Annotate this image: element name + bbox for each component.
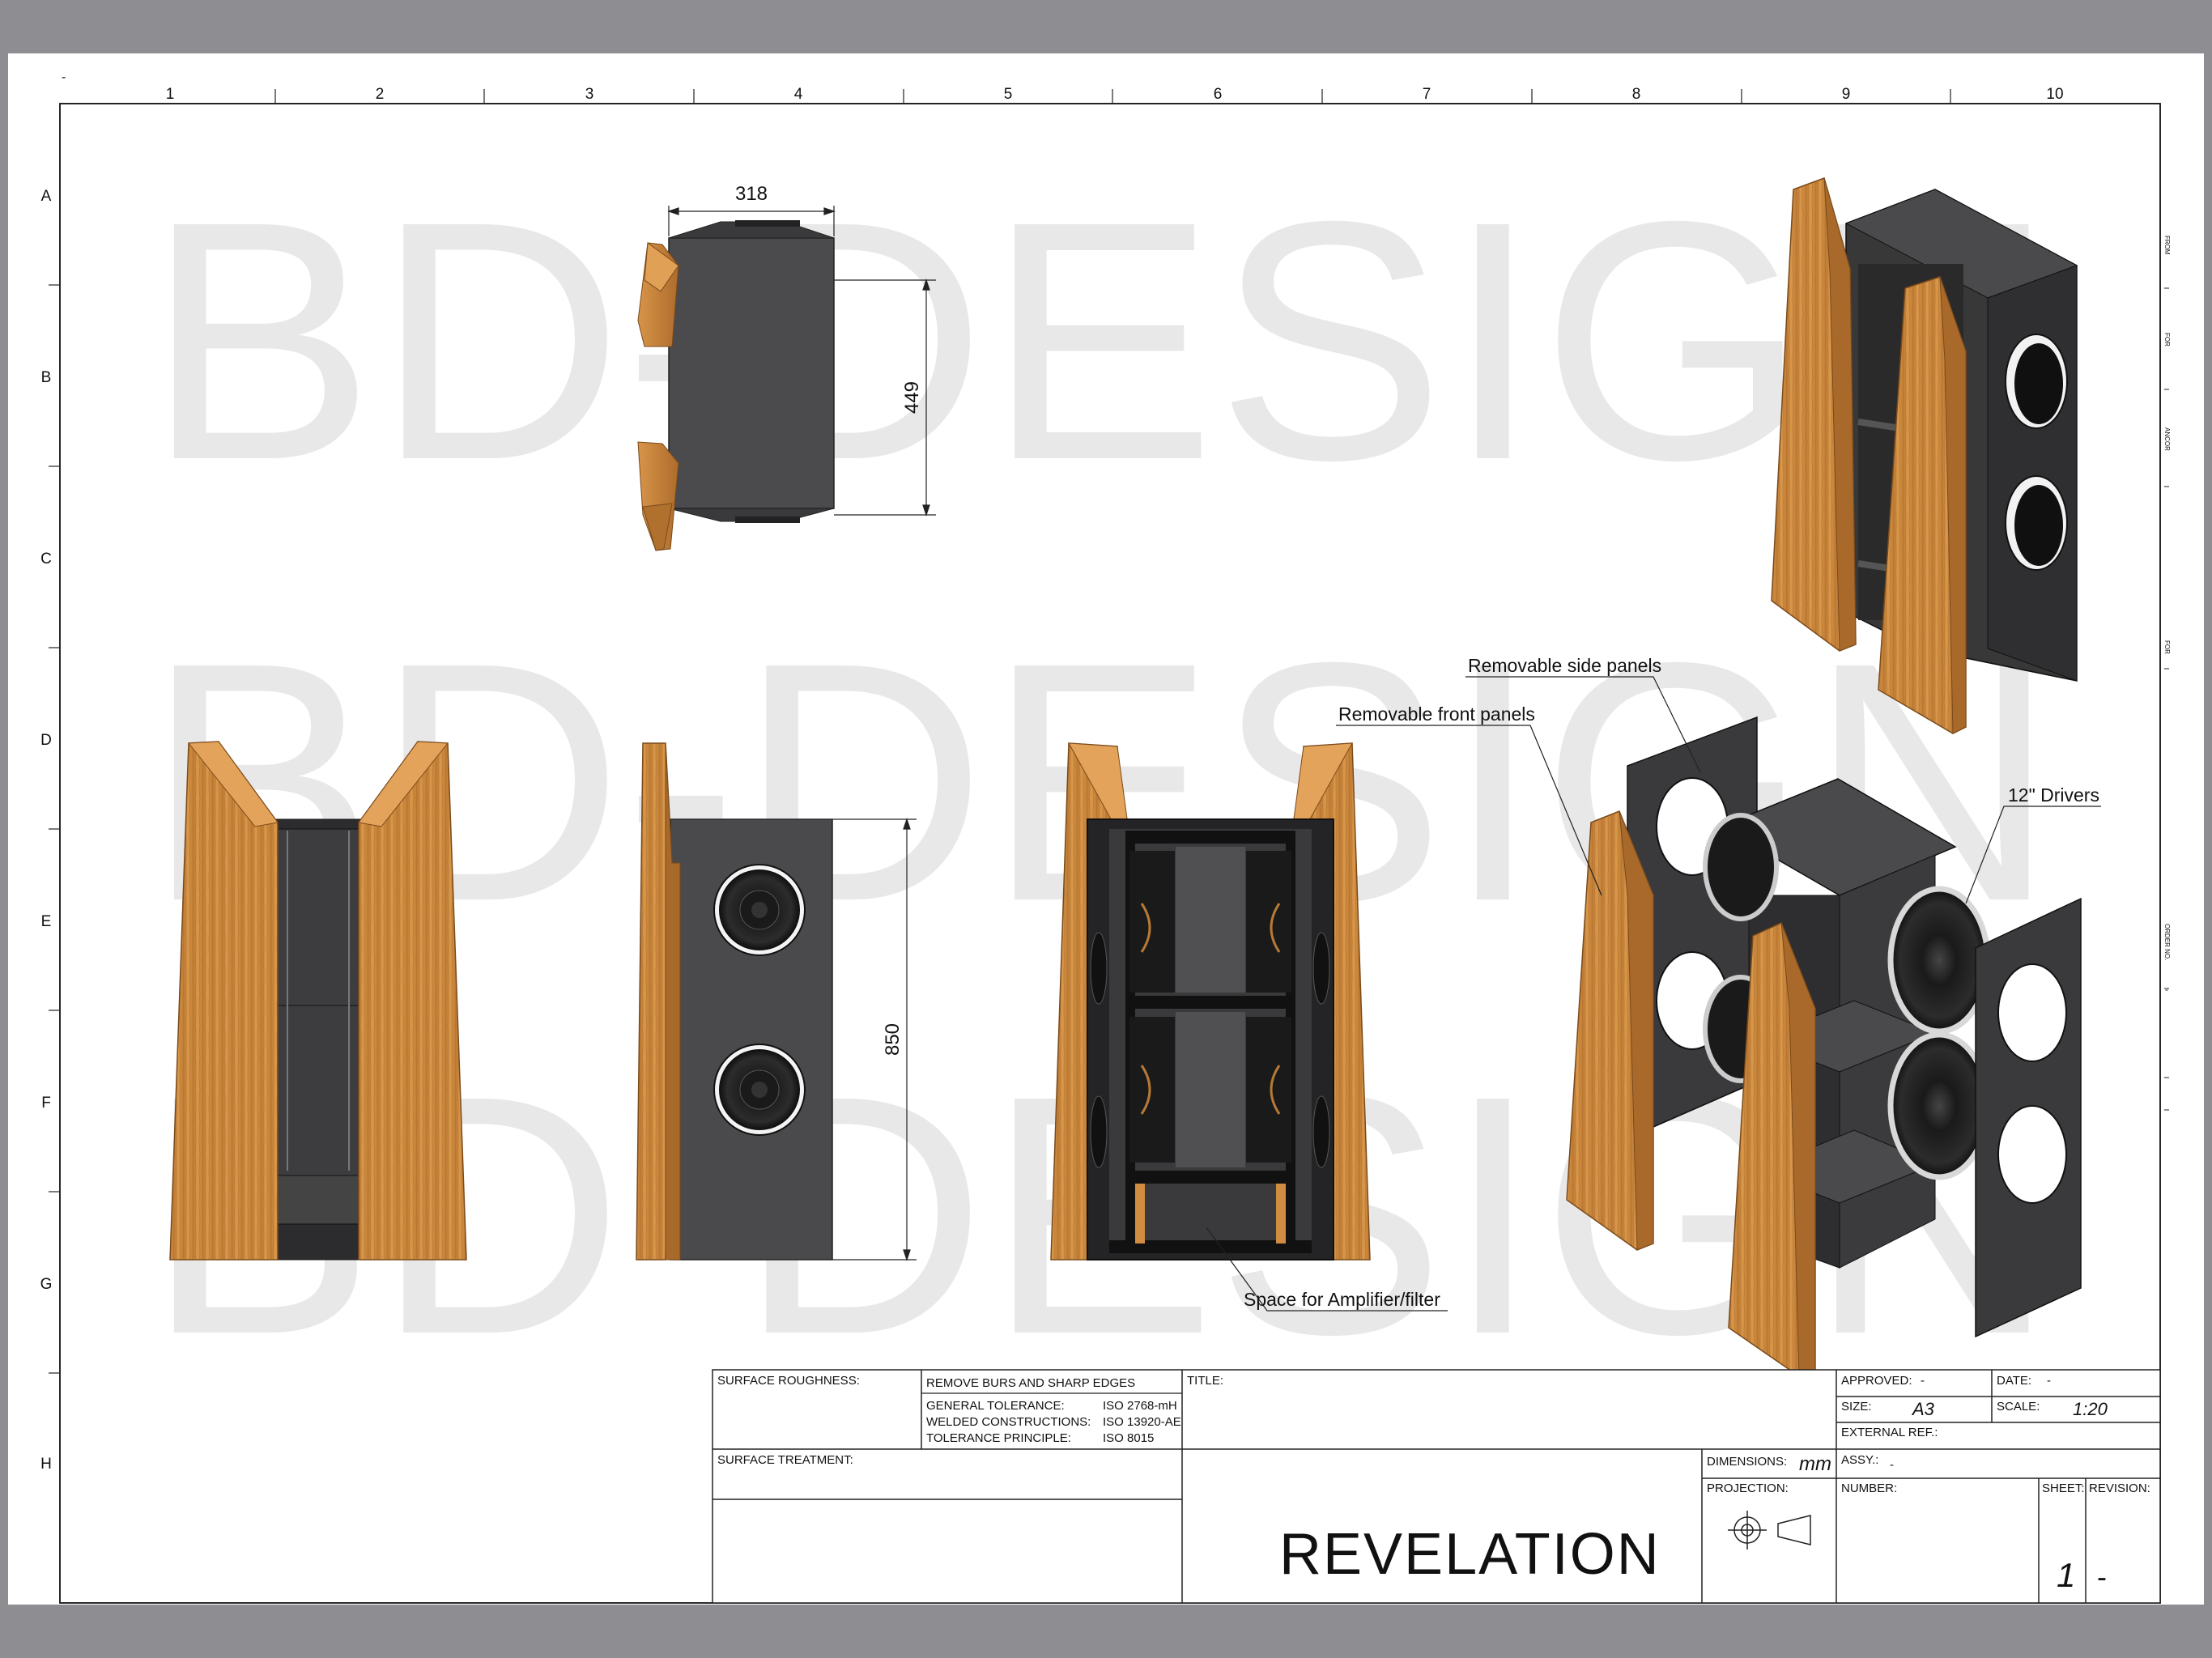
margin-label-order: ORDER NO. <box>2163 924 2171 960</box>
label-sheet: SHEET: <box>2042 1482 2085 1495</box>
remove-burs-text: REMOVE BURS AND SHARP EDGES <box>926 1376 1135 1390</box>
dim-depth-value: 449 <box>901 381 923 414</box>
right-margin-labels: FROM FOR ANCOR FOR ORDER NO. - <box>2163 236 2171 995</box>
label-size: SIZE: <box>1841 1400 1872 1414</box>
row-label-C: C <box>40 551 52 568</box>
row-label-D: D <box>40 732 52 749</box>
label-external-ref: EXTERNAL REF.: <box>1841 1426 1938 1439</box>
col-label-1: 1 <box>166 86 175 103</box>
label-scale: SCALE: <box>1997 1400 2040 1414</box>
col-label-3: 3 <box>585 86 594 103</box>
dim-width <box>667 206 836 236</box>
row-label-H: H <box>40 1456 52 1473</box>
title-block-text: SURFACE ROUGHNESS: REMOVE BURS AND SHARP… <box>717 1374 2150 1594</box>
side-view <box>636 742 833 1261</box>
label-assy: ASSY.: <box>1841 1453 1878 1467</box>
col-label-7: 7 <box>1423 86 1431 103</box>
label-dimensions: DIMENSIONS: <box>1707 1455 1787 1469</box>
label-projection: PROJECTION: <box>1707 1482 1789 1495</box>
value-size: A3 <box>1911 1399 1935 1419</box>
row-grid <box>49 284 60 1374</box>
col-label-5: 5 <box>1004 86 1013 103</box>
label-revision: REVISION: <box>2089 1482 2150 1495</box>
iso-view-exploded <box>1566 716 2082 1377</box>
value-general-tolerance: ISO 2768-mH <box>1103 1399 1177 1413</box>
value-revision: - <box>2097 1560 2107 1593</box>
callout-side-panels: Removable side panels <box>1468 655 1661 676</box>
value-assy: - <box>1890 1458 1894 1472</box>
title-block <box>712 1369 2161 1604</box>
margin-label-dash: - <box>2165 984 2168 995</box>
column-grid <box>60 89 2160 104</box>
top-left-mark: - <box>62 70 66 84</box>
dim-depth <box>834 278 936 517</box>
row-label-F: F <box>41 1095 51 1112</box>
label-approved: APPROVED: <box>1841 1374 1912 1388</box>
iso-view-assembled <box>1771 177 2078 734</box>
section-view <box>1050 742 1371 1261</box>
value-welded: ISO 13920-AE <box>1103 1415 1181 1429</box>
value-dimensions: mm <box>1799 1453 1831 1475</box>
row-labels: A B C D E F G H <box>40 188 53 1473</box>
callout-drivers: 12" Drivers <box>2008 784 2099 806</box>
projection-symbol-icon <box>1728 1511 1811 1550</box>
col-label-6: 6 <box>1214 86 1223 103</box>
drawing-title: REVELATION <box>1279 1522 1661 1587</box>
label-number: NUMBER: <box>1841 1482 1897 1495</box>
value-approved: - <box>1921 1374 1925 1388</box>
front-view <box>169 741 467 1261</box>
row-label-G: G <box>40 1276 53 1293</box>
value-tolerance-principle: ISO 8015 <box>1103 1431 1154 1445</box>
margin-label-for-2: FOR <box>2163 640 2171 654</box>
value-scale: 1:20 <box>2073 1399 2108 1419</box>
label-surface-treatment: SURFACE TREATMENT: <box>717 1453 853 1467</box>
label-date: DATE: <box>1997 1374 2031 1388</box>
row-label-B: B <box>41 369 52 386</box>
label-surface-roughness: SURFACE ROUGHNESS: <box>717 1374 860 1388</box>
margin-label-from: FROM <box>2163 236 2171 255</box>
dim-width-value: 318 <box>735 183 768 205</box>
col-label-4: 4 <box>794 86 803 103</box>
dim-height-value: 850 <box>882 1023 904 1056</box>
right-margin-ticks <box>2164 287 2169 1111</box>
label-title: TITLE: <box>1187 1374 1223 1388</box>
row-label-A: A <box>41 188 52 205</box>
col-label-2: 2 <box>376 86 385 103</box>
label-general-tolerance: GENERAL TOLERANCE: <box>926 1399 1065 1413</box>
column-labels: 1 2 3 4 5 6 7 8 9 10 <box>166 86 2064 103</box>
label-tolerance-principle: TOLERANCE PRINCIPLE: <box>926 1431 1071 1445</box>
drawing-sheet: BD-DESIGN BD-DESIGN BD-DESIGN 1 2 3 4 5 … <box>8 53 2204 1605</box>
watermark-text-1: BD-DESIGN <box>146 151 2057 531</box>
callout-leaders <box>1206 676 2101 1312</box>
value-date: - <box>2047 1374 2051 1388</box>
label-welded: WELDED CONSTRUCTIONS: <box>926 1415 1091 1429</box>
callout-amp-space: Space for Amplifier/filter <box>1244 1289 1440 1310</box>
col-label-8: 8 <box>1632 86 1641 103</box>
value-sheet: 1 <box>2057 1556 2075 1594</box>
margin-label-ancor: ANCOR <box>2163 427 2171 451</box>
top-view <box>637 220 835 551</box>
col-label-9: 9 <box>1842 86 1851 103</box>
dim-height <box>832 818 917 1261</box>
row-label-E: E <box>41 913 52 930</box>
margin-label-for-1: FOR <box>2163 333 2171 346</box>
col-label-10: 10 <box>2046 86 2063 103</box>
technical-drawing: BD-DESIGN BD-DESIGN BD-DESIGN 1 2 3 4 5 … <box>40 70 2171 1604</box>
callout-front-panels: Removable front panels <box>1338 704 1535 725</box>
